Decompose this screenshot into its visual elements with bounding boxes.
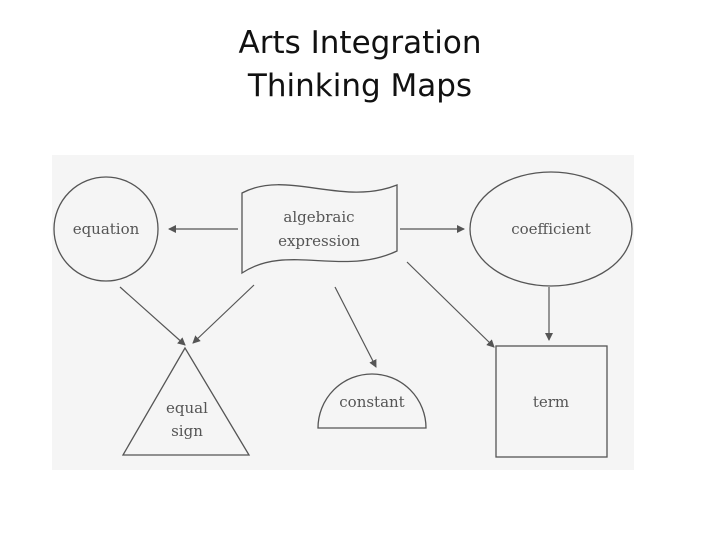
title-line-2: Thinking Maps — [247, 68, 473, 104]
arrow-algebraic-to-constant — [334, 286, 377, 368]
algebraic-expression-label-line2: expression — [278, 232, 360, 250]
equal-sign-label-line1: equal — [166, 399, 208, 417]
title-line-1: Arts Integration — [238, 25, 482, 61]
equal-sign-label-line2: sign — [171, 422, 203, 440]
term-square — [495, 345, 608, 458]
constant-semicircle — [317, 373, 427, 429]
arrow-algebraic-to-equal-sign — [192, 284, 255, 344]
algebraic-expression-flag — [241, 184, 398, 275]
equation-label: equation — [73, 220, 140, 238]
constant-label: constant — [339, 393, 404, 411]
algebraic-expression-label-line1: algebraic — [283, 208, 354, 226]
coefficient-label: coefficient — [511, 220, 591, 238]
equation-circle — [53, 176, 159, 282]
term-label: term — [533, 393, 569, 411]
arrow-algebraic-to-term — [406, 261, 495, 348]
arrow-equation-to-equal-sign — [119, 286, 186, 346]
coefficient-oval — [469, 171, 633, 287]
equal-sign-triangle — [121, 346, 251, 456]
thinking-map-diagram: equation algebraic expression coefficien… — [52, 155, 634, 470]
slide-title: Arts Integration Thinking Maps — [0, 22, 720, 108]
